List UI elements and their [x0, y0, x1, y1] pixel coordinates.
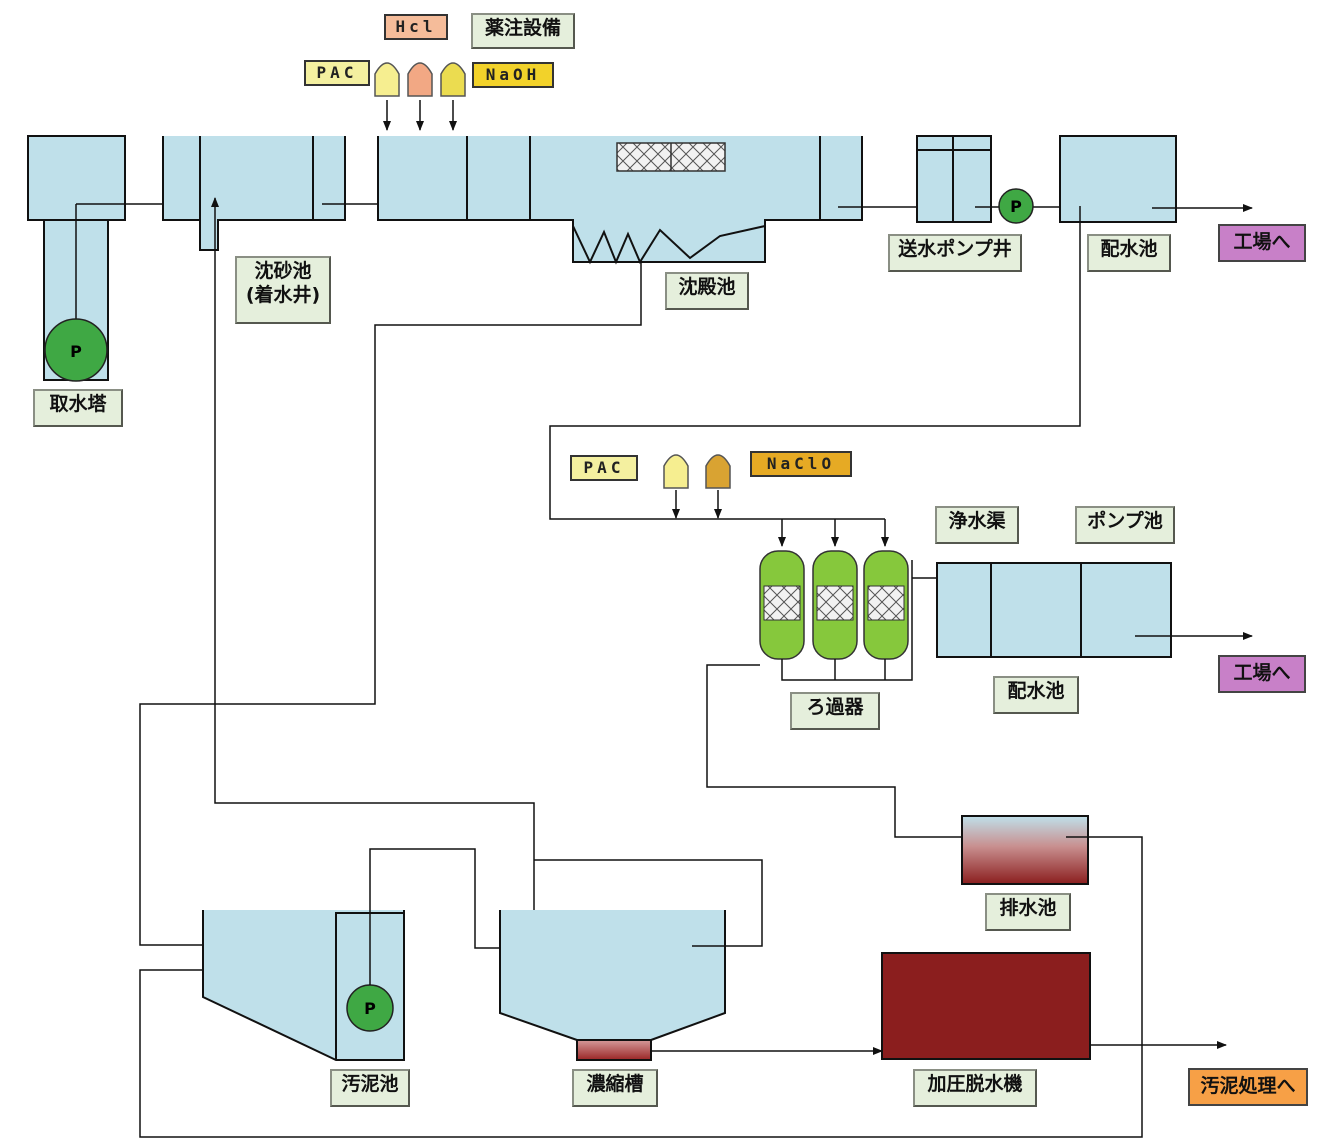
destination-factory-1: 工場へ — [1218, 224, 1306, 262]
label-thickener: 濃縮槽 — [572, 1069, 658, 1107]
grit-chamber — [162, 136, 346, 251]
label-pump-basin: ポンプ池 — [1075, 506, 1175, 544]
drain-return-pipe — [139, 836, 1143, 1138]
thickener-overflow-pipe — [534, 859, 763, 947]
send-pump: P — [998, 188, 1034, 224]
svg-text:P: P — [364, 999, 376, 1018]
thickener — [499, 910, 726, 1061]
label-distribution-2: 配水池 — [993, 676, 1079, 714]
dist1-to-filter-pipe — [549, 206, 1081, 520]
distribution-reservoir-1 — [1059, 135, 1177, 223]
label-intake-tower: 取水塔 — [33, 389, 123, 427]
label-sludge-basin: 汚泥池 — [330, 1069, 410, 1107]
drain-basin — [961, 815, 1089, 885]
chemical-tank-naoh — [440, 62, 466, 97]
destination-factory-2: 工場へ — [1218, 655, 1306, 693]
label-dehydrator: 加圧脱水機 — [913, 1069, 1037, 1107]
chemical-tank-naclo — [705, 454, 731, 489]
chemical-label-naclo: NaClO — [750, 451, 852, 477]
label-grit-chamber: 沈砂池 (着水井) — [235, 256, 331, 324]
sludge-pump: P — [346, 984, 394, 1032]
destination-sludge-treatment: 汚泥処理へ — [1188, 1068, 1308, 1106]
chemical-tank-pac-2 — [663, 454, 689, 489]
send-pump-well — [916, 135, 992, 223]
label-grit-chamber-line1: 沈砂池 — [254, 260, 312, 282]
sedimentation-basin — [377, 136, 863, 265]
label-send-pump-well: 送水ポンプ井 — [888, 234, 1022, 272]
label-clean-channel: 浄水渠 — [935, 506, 1019, 544]
sed-sludge-pipe — [139, 262, 642, 949]
filter-vessel-2 — [812, 550, 858, 660]
chemical-tank-pac — [374, 62, 400, 97]
filter-vessel-3 — [863, 550, 909, 660]
svg-text:P: P — [1010, 197, 1022, 216]
svg-text:P: P — [70, 342, 82, 361]
label-chem-facility: 薬注設備 — [471, 13, 575, 49]
label-filter: ろ過器 — [790, 692, 880, 730]
intake-pump: P — [44, 318, 108, 382]
clean-water-tanks — [936, 562, 1172, 658]
label-grit-chamber-line2: (着水井) — [245, 283, 321, 306]
filter-collector-pipe — [781, 560, 913, 681]
chemical-label-naoh: NaOH — [472, 62, 554, 88]
label-distribution-1: 配水池 — [1087, 234, 1171, 272]
chemical-label-pac: PAC — [304, 60, 370, 86]
filter-vessel-1 — [759, 550, 805, 660]
chemical-label-hcl: Hcl — [384, 14, 448, 40]
label-sedimentation: 沈殿池 — [665, 272, 749, 310]
chemical-label-pac-2: PAC — [570, 455, 638, 481]
backwash-drain-pipe — [706, 664, 994, 841]
pressure-dehydrator — [881, 952, 1091, 1060]
chemical-tank-hcl — [407, 62, 433, 97]
grit-sludge-pipe — [211, 197, 535, 948]
label-drain-basin: 排水池 — [985, 893, 1071, 931]
